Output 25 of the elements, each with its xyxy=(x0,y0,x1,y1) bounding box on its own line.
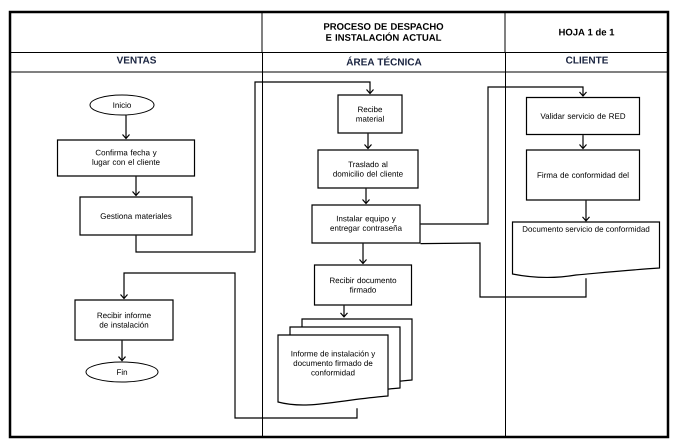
process-box: Recibe material xyxy=(337,94,403,134)
arrow xyxy=(340,306,348,318)
arrow xyxy=(582,200,590,222)
process-box: Gestiona materiales xyxy=(79,196,193,236)
arrow xyxy=(359,244,367,264)
process-box: Confirma fecha y lugar con el cliente xyxy=(56,139,196,177)
process-box: Traslado al domicilio del cliente xyxy=(317,149,419,189)
process-box: Recibir documento firmado xyxy=(314,264,412,306)
page-number: HOJA 1 de 1 xyxy=(559,28,614,36)
arrow xyxy=(362,188,370,204)
arrow xyxy=(118,340,126,362)
terminal-oval: Fin xyxy=(86,362,158,382)
terminal-oval: Inicio xyxy=(90,94,154,116)
arrow xyxy=(135,81,374,253)
process-box: Recibir informe de instalación xyxy=(74,299,174,341)
arrow xyxy=(579,135,587,150)
arrow xyxy=(364,134,372,150)
header-title: PROCESO DE DESPACHO E INSTALACIÓN ACTUAL xyxy=(324,23,444,41)
arrow xyxy=(122,116,130,140)
process-box: Firma de conformidad del xyxy=(526,149,640,201)
process-box: Instalar equipo y entregar contraseña xyxy=(311,204,421,244)
arrow xyxy=(132,176,140,196)
arrow xyxy=(120,272,358,419)
arrow xyxy=(420,86,587,225)
process-box: Validar servicio de RED xyxy=(526,96,640,136)
